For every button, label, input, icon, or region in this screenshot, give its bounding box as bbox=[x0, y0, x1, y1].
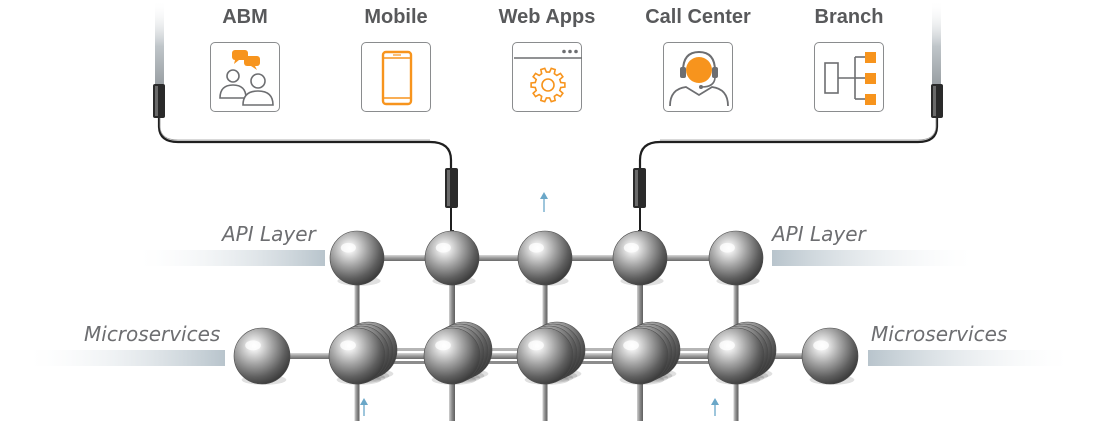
api-layer-label-left: API Layer bbox=[222, 222, 316, 246]
channel-label-call-center: Call Center bbox=[645, 6, 751, 28]
channel-label-branch: Branch bbox=[814, 6, 884, 28]
microservice-node bbox=[233, 327, 291, 385]
channel-label-abm: ABM bbox=[222, 6, 268, 28]
api-node bbox=[708, 230, 764, 286]
api-node bbox=[329, 230, 385, 286]
gear-hub bbox=[541, 78, 555, 92]
microservice-node bbox=[516, 327, 574, 385]
channel-label-mobile: Mobile bbox=[364, 6, 428, 28]
left-cable bbox=[157, 116, 453, 186]
browser-gear-icon bbox=[512, 42, 582, 112]
left-bottom-connector bbox=[445, 168, 458, 208]
micro-band-right bbox=[868, 350, 1068, 366]
right-cable bbox=[638, 116, 939, 186]
api-layer-label-right: API Layer bbox=[772, 222, 866, 246]
channel-label-web-apps: Web Apps bbox=[498, 6, 596, 28]
arrow-up-bottom-left bbox=[360, 398, 368, 416]
people-chat-icon bbox=[210, 42, 280, 112]
arrow-up-top bbox=[540, 192, 548, 212]
microservice-node bbox=[611, 327, 669, 385]
smartphone-icon bbox=[361, 42, 431, 112]
right-bottom-connector bbox=[633, 168, 646, 208]
micro-band-left bbox=[30, 350, 225, 366]
left-top-connector bbox=[153, 84, 165, 118]
arrow-up-bottom-right bbox=[711, 398, 719, 416]
right-top-connector bbox=[931, 84, 943, 118]
gear-icon bbox=[530, 67, 566, 103]
right-cable-shine bbox=[660, 117, 937, 141]
api-band-right bbox=[772, 250, 972, 266]
microservices-label-left: Microservices bbox=[84, 322, 221, 346]
microservice-node bbox=[423, 327, 481, 385]
microservice-node bbox=[707, 327, 765, 385]
org-chart-icon bbox=[814, 42, 884, 112]
lattice-grid bbox=[233, 230, 859, 421]
microservice-node bbox=[328, 327, 386, 385]
api-node bbox=[612, 230, 668, 286]
api-node bbox=[517, 230, 573, 286]
microservices-label-right: Microservices bbox=[871, 322, 1008, 346]
left-cable-shine bbox=[159, 117, 430, 141]
api-band-left bbox=[140, 250, 325, 266]
headset-agent-icon bbox=[663, 42, 733, 112]
api-node bbox=[424, 230, 480, 286]
left-pole bbox=[155, 0, 164, 84]
right-pole bbox=[932, 0, 941, 84]
microservice-node bbox=[801, 327, 859, 385]
